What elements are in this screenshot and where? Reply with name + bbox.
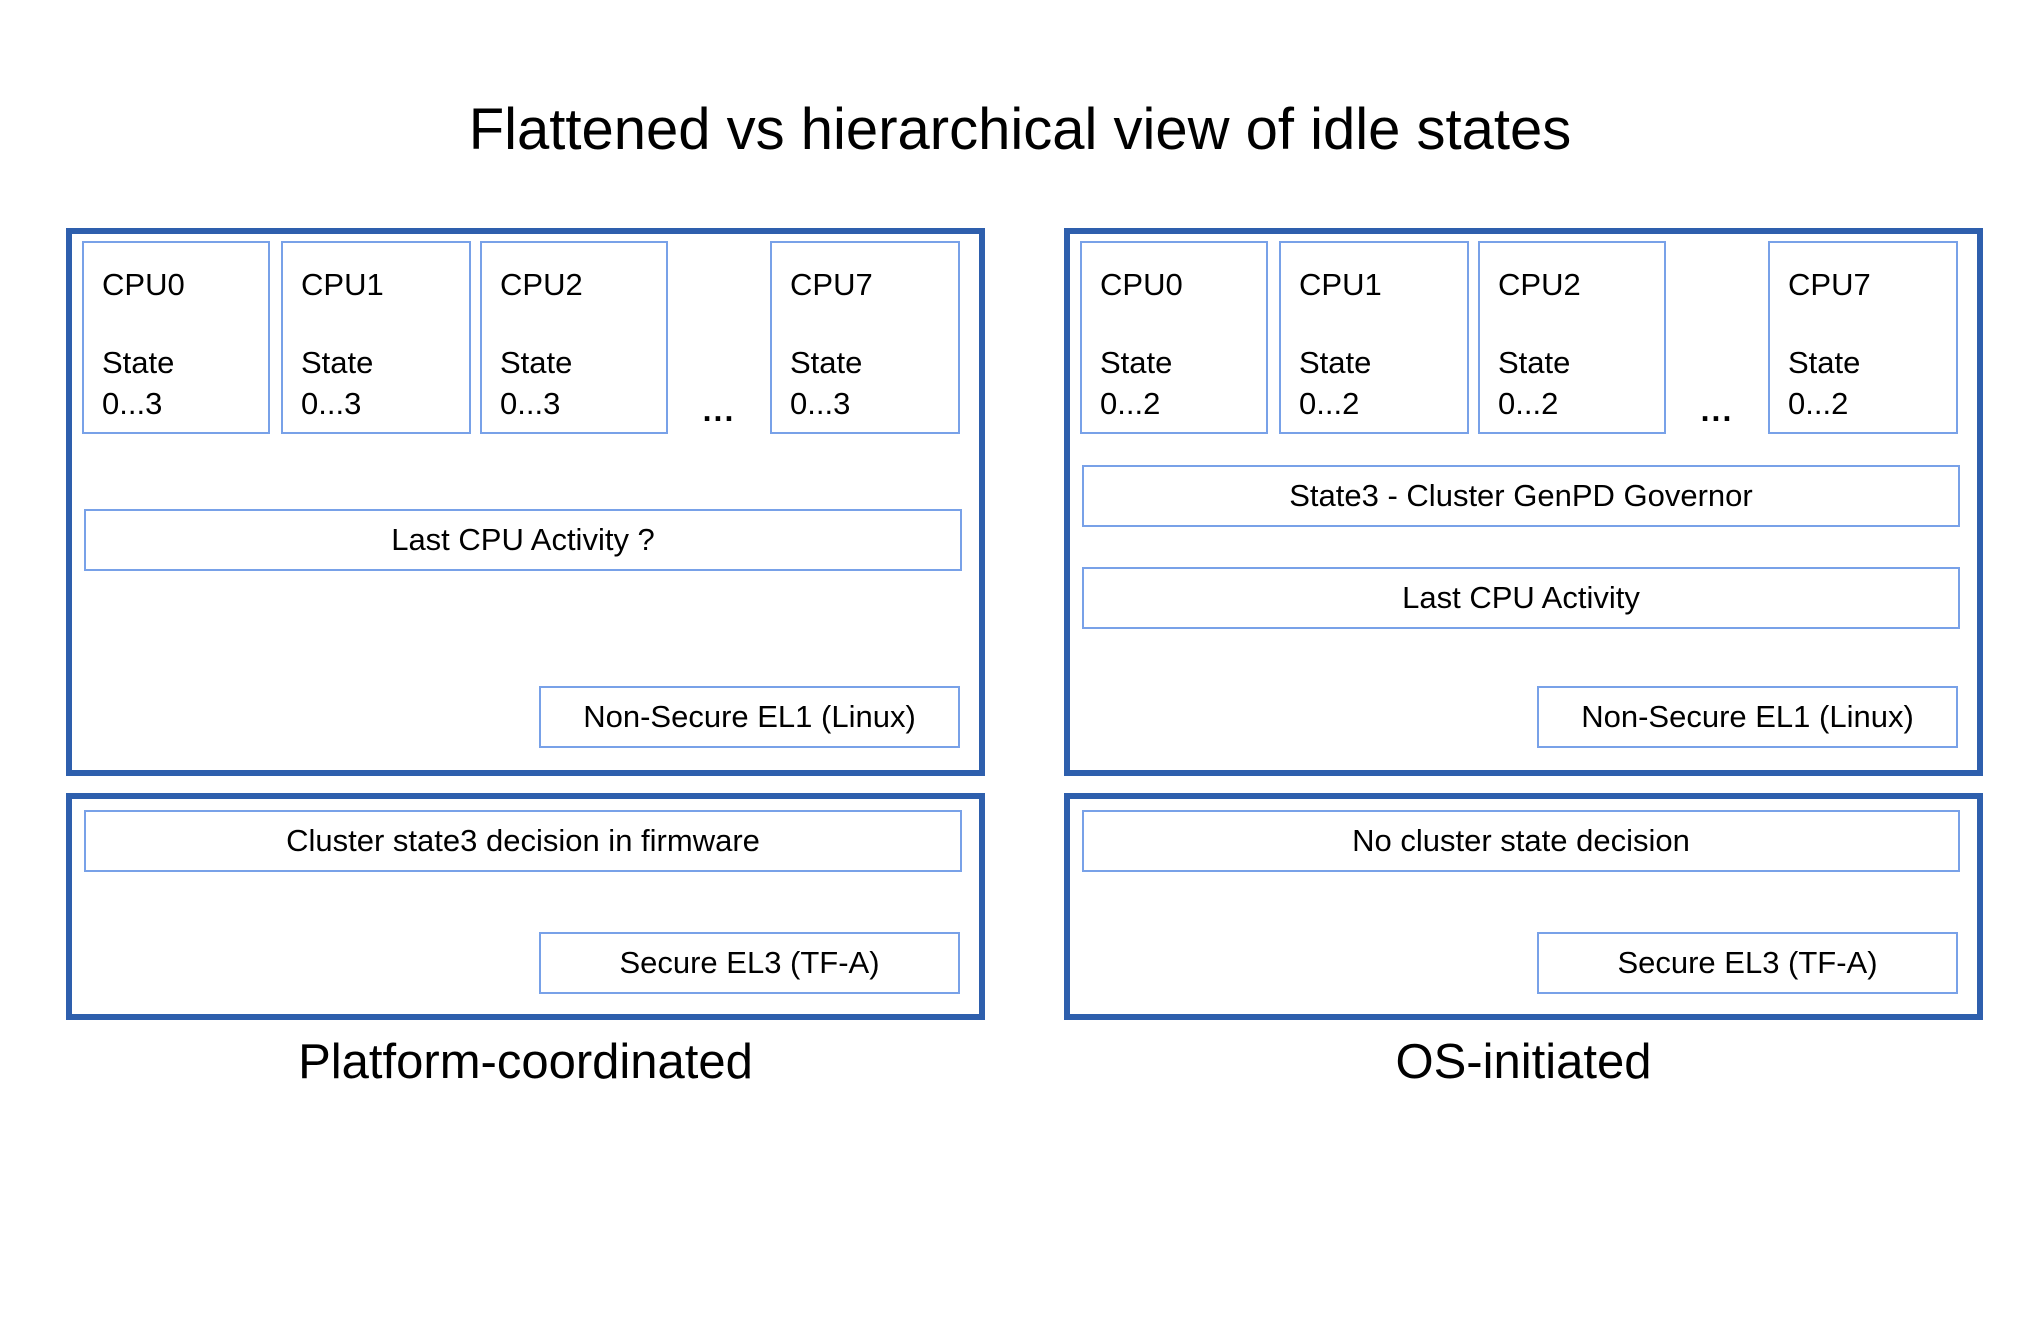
cpu-state-range: 0...2 xyxy=(1299,385,1360,421)
cpu-name: CPU7 xyxy=(1788,267,1871,302)
no-cluster-decision-box: No cluster state decision xyxy=(1082,810,1960,872)
ellipsis: ... xyxy=(702,392,736,428)
cpu-name: CPU7 xyxy=(790,267,873,302)
cpu-box: CPU2 State 0...2 xyxy=(1478,241,1666,434)
panel-platform-secure-el3: Cluster state3 decision in firmware Secu… xyxy=(66,793,985,1020)
cpu-state: State 0...3 xyxy=(301,343,459,424)
cpu-state: State 0...3 xyxy=(102,343,258,424)
cluster-firmware-decision-box: Cluster state3 decision in firmware xyxy=(84,810,962,872)
cpu-state-label: State xyxy=(1100,345,1173,381)
cpu-state-range: 0...2 xyxy=(1100,385,1161,421)
panel-osi-secure-el3: No cluster state decision Secure EL3 (TF… xyxy=(1064,793,1983,1020)
nonsecure-el1-box: Non-Secure EL1 (Linux) xyxy=(1537,686,1958,748)
cpu-state-range: 0...3 xyxy=(500,385,561,421)
cpu-state-label: State xyxy=(790,345,863,381)
cpu-state: State 0...3 xyxy=(500,343,656,424)
last-cpu-activity-box: Last CPU Activity xyxy=(1082,567,1960,629)
secure-el3-box: Secure EL3 (TF-A) xyxy=(1537,932,1958,994)
page-title: Flattened vs hierarchical view of idle s… xyxy=(468,97,1572,162)
cpu-box: CPU0 State 0...2 xyxy=(1080,241,1268,434)
cpu-state-range: 0...3 xyxy=(301,385,362,421)
secure-el3-box: Secure EL3 (TF-A) xyxy=(539,932,960,994)
cpu-state: State 0...2 xyxy=(1788,343,1946,424)
cpu-name: CPU0 xyxy=(1100,267,1183,302)
cpu-state-label: State xyxy=(1498,345,1571,381)
cpu-state-label: State xyxy=(301,345,374,381)
cluster-genpd-governor-box: State3 - Cluster GenPD Governor xyxy=(1082,465,1960,527)
cpu-box: CPU7 State 0...3 xyxy=(770,241,960,434)
cpu-box: CPU1 State 0...2 xyxy=(1279,241,1469,434)
cpu-box: CPU7 State 0...2 xyxy=(1768,241,1958,434)
ellipsis: ... xyxy=(1700,392,1734,428)
cpu-box: CPU2 State 0...3 xyxy=(480,241,668,434)
cpu-state-range: 0...3 xyxy=(102,385,163,421)
cpu-state: State 0...2 xyxy=(1100,343,1256,424)
panel-osi-nonsecure-el1: CPU0 State 0...2 CPU1 State 0...2 CPU2 S… xyxy=(1064,228,1983,776)
cpu-state-label: State xyxy=(102,345,175,381)
cpu-state-range: 0...3 xyxy=(790,385,851,421)
cpu-name: CPU2 xyxy=(1498,267,1581,302)
cpu-state-range: 0...2 xyxy=(1498,385,1559,421)
cpu-state: State 0...3 xyxy=(790,343,948,424)
cpu-name: CPU0 xyxy=(102,267,185,302)
cpu-state-label: State xyxy=(1299,345,1372,381)
cpu-name: CPU1 xyxy=(301,267,384,302)
cpu-box: CPU0 State 0...3 xyxy=(82,241,270,434)
last-cpu-activity-box: Last CPU Activity ? xyxy=(84,509,962,571)
cpu-name: CPU1 xyxy=(1299,267,1382,302)
cpu-state-range: 0...2 xyxy=(1788,385,1849,421)
panel-platform-nonsecure-el1: CPU0 State 0...3 CPU1 State 0...3 CPU2 S… xyxy=(66,228,985,776)
cpu-state: State 0...2 xyxy=(1498,343,1654,424)
cpu-name: CPU2 xyxy=(500,267,583,302)
cpu-state-label: State xyxy=(1788,345,1861,381)
nonsecure-el1-box: Non-Secure EL1 (Linux) xyxy=(539,686,960,748)
caption-platform-coordinated: Platform-coordinated xyxy=(298,1035,753,1089)
caption-os-initiated: OS-initiated xyxy=(1395,1035,1652,1089)
cpu-state: State 0...2 xyxy=(1299,343,1457,424)
cpu-state-label: State xyxy=(500,345,573,381)
cpu-box: CPU1 State 0...3 xyxy=(281,241,471,434)
